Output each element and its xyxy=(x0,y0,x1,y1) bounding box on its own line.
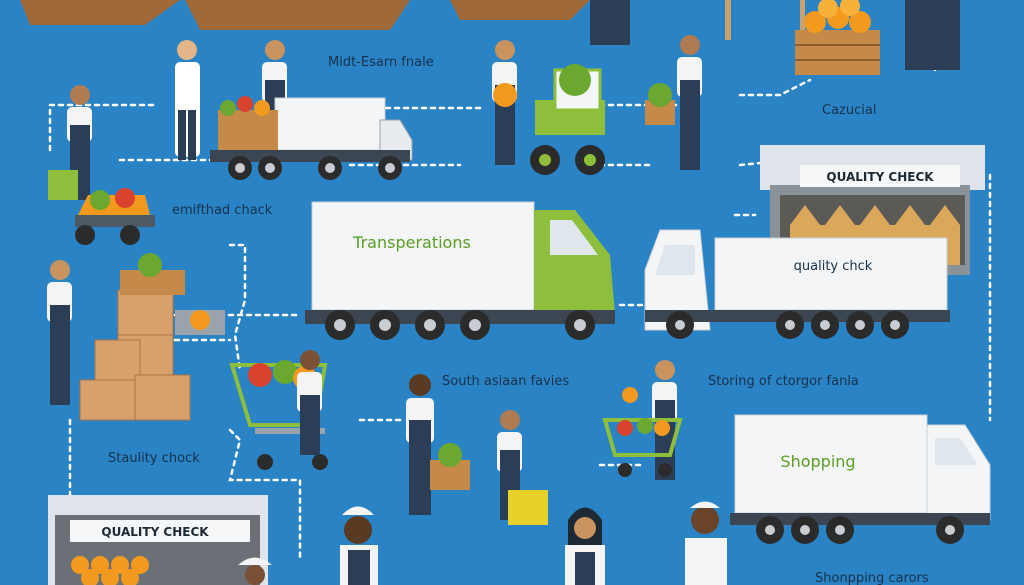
shopping-truck: Shopping xyxy=(730,415,990,544)
transport-truck-label: Transperations xyxy=(352,233,471,252)
worker-legs-top xyxy=(590,0,630,45)
label-left-low: Staulity chock xyxy=(108,451,200,466)
label-right-top: Cazucial xyxy=(822,103,876,118)
warehouse-top-sign: QUALITY CHECK xyxy=(826,170,934,184)
label-right-mid: Storing of ctorgor fanla xyxy=(708,374,859,389)
quality-check-truck: quality chck xyxy=(645,230,950,339)
warehouse-bottom-sign: QUALITY CHECK xyxy=(101,525,209,539)
label-center-mid: South asiaan favies xyxy=(442,374,569,389)
transport-truck: Transperations xyxy=(305,202,615,340)
shopping-truck-label: Shopping xyxy=(780,452,855,471)
label-top-center: Midt-Esarn fnale xyxy=(328,55,434,70)
quality-check-truck-label: quality chck xyxy=(794,259,873,274)
label-bottom-right: Shonpping carors xyxy=(815,571,929,585)
worker-bottom-woman xyxy=(565,508,605,585)
warehouse-bottom: QUALITY CHECK xyxy=(48,495,268,585)
crate-post xyxy=(725,0,731,40)
worker-legs-right xyxy=(905,0,960,70)
label-left-mid: emifthad chack xyxy=(172,203,273,218)
